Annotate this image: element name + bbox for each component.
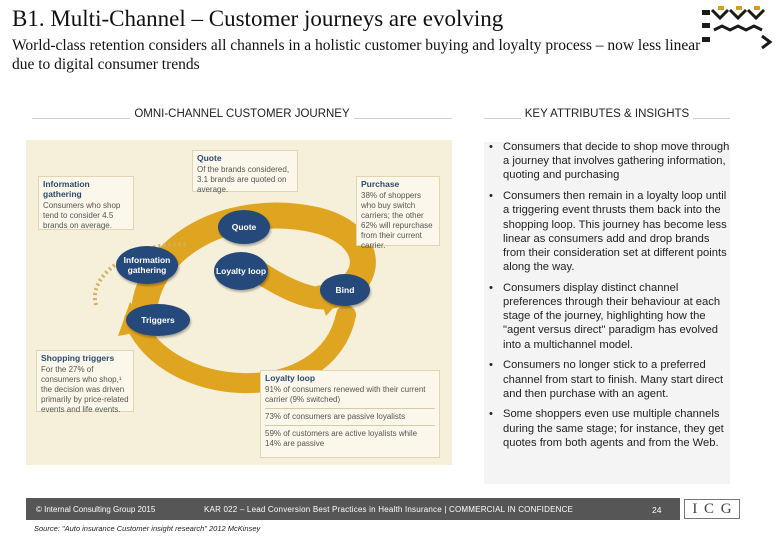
node-loyalty-loop: Loyalty loop xyxy=(214,252,268,290)
page-number: 24 xyxy=(652,505,662,515)
insight-item: Consumers then remain in a loyalty loop … xyxy=(488,189,730,274)
brand-letter: I xyxy=(692,500,698,517)
insight-item: Consumers that decide to shop move throu… xyxy=(488,140,730,183)
callout-loyalty-loop: Loyalty loop 91% of consumers renewed wi… xyxy=(260,370,440,458)
footer-copyright: © Internal Consulting Group 2015 xyxy=(36,505,156,514)
footer-brand-logo: I C G xyxy=(684,499,740,519)
brand-letter: G xyxy=(720,500,732,517)
footer-project-label: KAR 022 – Lead Conversion Best Practices… xyxy=(204,505,574,514)
callout-information-gathering: Information gathering Consumers who shop… xyxy=(38,176,134,230)
node-information-gathering: Information gathering xyxy=(116,246,178,284)
node-triggers: Triggers xyxy=(126,304,190,336)
node-quote: Quote xyxy=(218,210,270,244)
right-section-heading: KEY ATTRIBUTES & INSIGHTS xyxy=(484,108,730,120)
left-section-heading: OMNI-CHANNEL CUSTOMER JOURNEY xyxy=(32,108,452,120)
brand-logo-icon xyxy=(700,6,776,50)
slide-title: B1. Multi-Channel – Customer journeys ar… xyxy=(12,6,504,31)
insight-item: Consumers no longer stick to a preferred… xyxy=(488,358,730,401)
insights-list: Consumers that decide to shop move throu… xyxy=(488,140,730,457)
slide-subtitle: World-class retention considers all chan… xyxy=(12,37,701,73)
insight-item: Some shoppers even use multiple channels… xyxy=(488,407,730,450)
callout-purchase: Purchase 38% of shoppers who buy switch … xyxy=(356,176,440,250)
customer-journey-diagram: Quote Of the brands considered, 3.1 bran… xyxy=(26,140,452,465)
brand-letter: C xyxy=(704,500,715,517)
source-note: Source: "Auto insurance Customer insight… xyxy=(34,524,261,533)
callout-quote: Quote Of the brands considered, 3.1 bran… xyxy=(192,150,298,194)
callout-shopping-triggers: Shopping triggers For the 27% of consume… xyxy=(36,350,134,414)
node-bind: Bind xyxy=(320,274,370,306)
insight-item: Consumers display distinct channel prefe… xyxy=(488,281,730,352)
footer-bar xyxy=(26,498,680,520)
